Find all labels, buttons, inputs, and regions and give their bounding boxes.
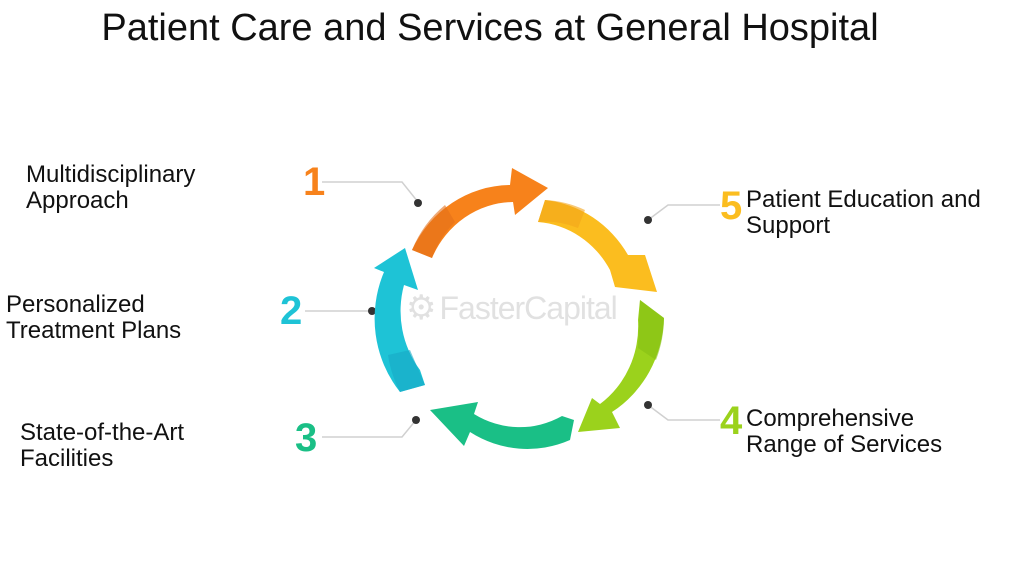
step-label-2: Personalized Treatment Plans — [6, 292, 181, 344]
step-label-2-line2: Treatment Plans — [6, 317, 182, 344]
step-number-3: 3 — [295, 416, 318, 460]
connector-dot-5 — [644, 216, 652, 224]
arrow-segment-2 — [374, 248, 425, 392]
watermark: ⚙ FasterCapital — [406, 288, 618, 328]
connector-dot-2 — [368, 307, 376, 315]
step-number-4: 4 — [720, 399, 743, 443]
watermark-text: FasterCapital — [439, 289, 617, 326]
step-label-5-line1: Patient Education and — [746, 186, 981, 213]
connector-dot-3 — [412, 416, 420, 424]
step-label-4-line2: Range of Services — [746, 431, 943, 458]
step-label-3: State-of-the-Art Facilities — [20, 420, 184, 472]
step-number-2: 2 — [280, 289, 303, 333]
arrow-segment-5 — [538, 200, 657, 292]
connector-dot-1 — [414, 199, 422, 207]
arrow-segment-4 — [578, 300, 664, 432]
connector-line-4 — [647, 404, 720, 421]
step-label-1-line2: Approach — [26, 187, 129, 214]
step-number-1: 1 — [303, 160, 326, 204]
connector-line-3 — [322, 419, 417, 438]
step-label-3-line2: Facilities — [20, 445, 114, 472]
step-label-1-line1: Multidisciplinary — [26, 161, 196, 188]
arrow-segment-3 — [430, 402, 574, 449]
step-label-4: Comprehensive Range of Services — [746, 406, 942, 458]
connector-dot-4 — [644, 401, 652, 409]
step-label-5: Patient Education and Support — [746, 187, 981, 239]
step-label-3-line1: State-of-the-Art — [20, 419, 185, 446]
step-label-4-line1: Comprehensive — [746, 405, 915, 432]
arrow-segment-1 — [412, 168, 548, 258]
step-label-1: Multidisciplinary Approach — [26, 162, 195, 214]
step-number-5: 5 — [720, 184, 743, 228]
connector-line-5 — [647, 204, 720, 221]
page-title: Patient Care and Services at General Hos… — [101, 7, 879, 49]
connector-line-1 — [322, 181, 419, 203]
gear-icon: ⚙ — [406, 289, 437, 327]
step-label-2-line1: Personalized — [6, 291, 145, 318]
step-label-5-line2: Support — [746, 212, 831, 239]
